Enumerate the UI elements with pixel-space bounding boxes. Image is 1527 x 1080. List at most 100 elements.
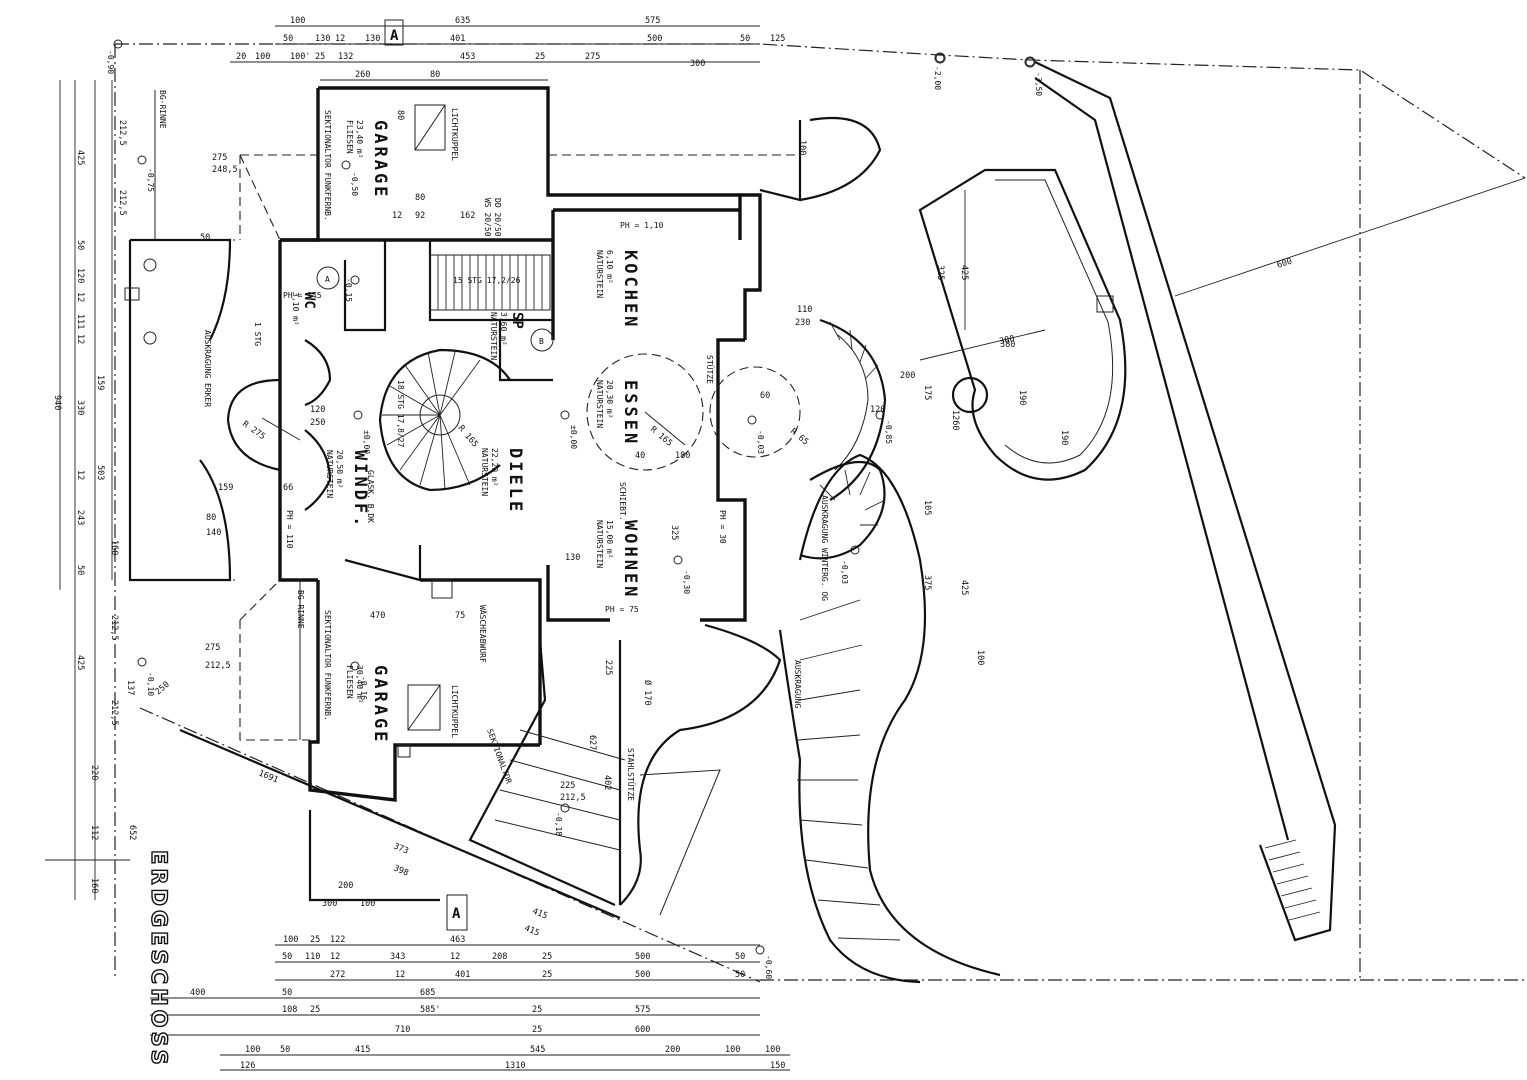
svg-text:122: 122	[330, 935, 345, 945]
svg-text:300: 300	[322, 899, 337, 909]
svg-text:-0,18: -0,18	[554, 812, 563, 836]
svg-text:NATURSTEIN: NATURSTEIN	[595, 380, 604, 428]
essen-circle	[586, 353, 801, 471]
svg-text:20: 20	[236, 52, 246, 62]
svg-text:380: 380	[999, 334, 1016, 347]
svg-text:-3,50: -3,50	[1034, 72, 1043, 96]
svg-text:50: 50	[75, 565, 85, 575]
svg-text:12: 12	[75, 334, 85, 344]
straight-stair: 15 STG 17,2/26	[429, 254, 551, 311]
svg-text:50: 50	[75, 240, 85, 250]
curved-path-garden	[778, 453, 1001, 984]
level-mark: -0,18	[554, 803, 570, 836]
svg-text:330: 330	[75, 400, 85, 415]
svg-text:212,5: 212,5	[117, 190, 127, 216]
svg-text:WOHNEN: WOHNEN	[620, 520, 640, 599]
svg-text:KOCHEN: KOCHEN	[620, 250, 640, 329]
svg-text:575: 575	[635, 1005, 650, 1015]
svg-text:R 165: R 165	[648, 425, 674, 449]
dimensions-left: 212,5 425 212,5 940 50 120 12 111 12 159…	[45, 80, 137, 900]
interior-walls	[304, 240, 553, 582]
note-bg-rinne-north: BG-RINNE	[158, 90, 167, 129]
svg-text:275: 275	[205, 643, 220, 653]
svg-text:463: 463	[450, 935, 465, 945]
column-symbol	[397, 744, 411, 758]
garage-south-skylight: LICHTKUPPEL	[450, 685, 459, 738]
central-spiral-stair: 18 STG 17,8/27	[378, 348, 511, 492]
note-schiebetuer: SCHIEBT.	[618, 482, 627, 521]
svg-text:25: 25	[542, 970, 552, 980]
svg-text:150: 150	[770, 1061, 785, 1071]
svg-text:12: 12	[395, 970, 405, 980]
note-stahlstuetze: STAHLSTÜTZE	[626, 748, 636, 801]
svg-text:6,10 m²: 6,10 m²	[605, 250, 614, 284]
level-mark: -0,03	[840, 545, 860, 584]
svg-text:NATURSTEIN: NATURSTEIN	[595, 250, 604, 298]
svg-text:132: 132	[338, 52, 353, 62]
svg-text:75: 75	[455, 611, 465, 621]
misc-symbols	[124, 52, 1114, 758]
note-auskragung-erker: AUSKRAGUNG ERKER	[203, 330, 212, 407]
svg-text:130: 130	[315, 34, 330, 44]
level-mark: -0,50	[341, 160, 359, 196]
svg-text:60: 60	[760, 391, 770, 401]
svg-text:400: 400	[190, 988, 205, 998]
svg-text:50: 50	[740, 34, 750, 44]
note-ws: WS 20/50	[483, 198, 492, 237]
svg-text:25: 25	[310, 935, 320, 945]
svg-text:66: 66	[283, 483, 293, 493]
svg-text:50: 50	[735, 952, 745, 962]
svg-text:545: 545	[530, 1045, 545, 1055]
svg-text:415: 415	[355, 1045, 370, 1055]
note-stuetze: STÜTZE	[705, 355, 715, 384]
room-garage-north: GARAGE 23,40 m² FLIESEN	[345, 120, 390, 199]
level-mark: -0,15	[344, 275, 360, 302]
svg-text:100': 100'	[290, 52, 310, 62]
svg-text:212,5: 212,5	[117, 120, 127, 146]
svg-text:160: 160	[109, 540, 119, 555]
svg-text:-0,75: -0,75	[146, 168, 155, 192]
svg-text:FLIESEN: FLIESEN	[345, 665, 354, 699]
svg-text:100: 100	[283, 935, 298, 945]
room-sp: SP 3,60 m² NATURSTEIN	[489, 312, 525, 360]
section-marker-bottom: A	[446, 894, 468, 931]
svg-text:100: 100	[797, 140, 807, 155]
svg-text:425: 425	[75, 655, 85, 670]
svg-text:275: 275	[585, 52, 600, 62]
svg-text:425: 425	[75, 150, 85, 165]
svg-text:-0,10: -0,10	[146, 672, 155, 696]
svg-text:250: 250	[154, 680, 172, 698]
level-mark: -0,90	[106, 39, 123, 74]
note-dd: DD 20/50	[493, 198, 502, 237]
svg-text:375: 375	[922, 575, 932, 590]
svg-text:425: 425	[959, 580, 969, 595]
svg-text:-0,90: -0,90	[106, 50, 115, 74]
svg-text:272: 272	[330, 970, 345, 980]
garage-south-door: SEKTIONALTOR FUNKFERNB.	[323, 610, 332, 721]
svg-text:80: 80	[430, 70, 440, 80]
room-garage-south: GARAGE 30,40 m² FLIESEN	[345, 665, 390, 744]
garage-north-skylight: LICHTKUPPEL	[450, 108, 459, 161]
svg-text:380: 380	[1000, 340, 1015, 350]
svg-text:40: 40	[635, 451, 645, 461]
svg-text:225: 225	[560, 781, 575, 791]
svg-text:SP: SP	[509, 312, 525, 329]
stair-spiral-label: 18 STG 17,8/27	[396, 380, 405, 448]
note-sektionaltor: SEKTIONALTOR	[485, 728, 513, 786]
svg-text:FLIESEN: FLIESEN	[345, 120, 354, 154]
svg-text:200: 200	[900, 371, 915, 381]
svg-text:190: 190	[1017, 390, 1027, 405]
svg-text:Ø 170: Ø 170	[642, 680, 653, 706]
svg-text:500: 500	[635, 952, 650, 962]
level-mark: -0,75	[137, 155, 155, 192]
level-mark: -0,03	[747, 415, 765, 454]
survey-point	[934, 52, 946, 64]
level-mark: -0,10	[137, 657, 155, 696]
level-mark: ±0,00	[560, 410, 578, 449]
svg-text:3,10 m²: 3,10 m²	[291, 292, 300, 326]
section-marker-b: B	[530, 328, 554, 352]
level-mark: -0,60	[755, 945, 773, 979]
svg-text:627: 627	[587, 735, 597, 750]
svg-text:100: 100	[245, 1045, 260, 1055]
svg-text:15,00 m²: 15,00 m²	[605, 520, 614, 559]
